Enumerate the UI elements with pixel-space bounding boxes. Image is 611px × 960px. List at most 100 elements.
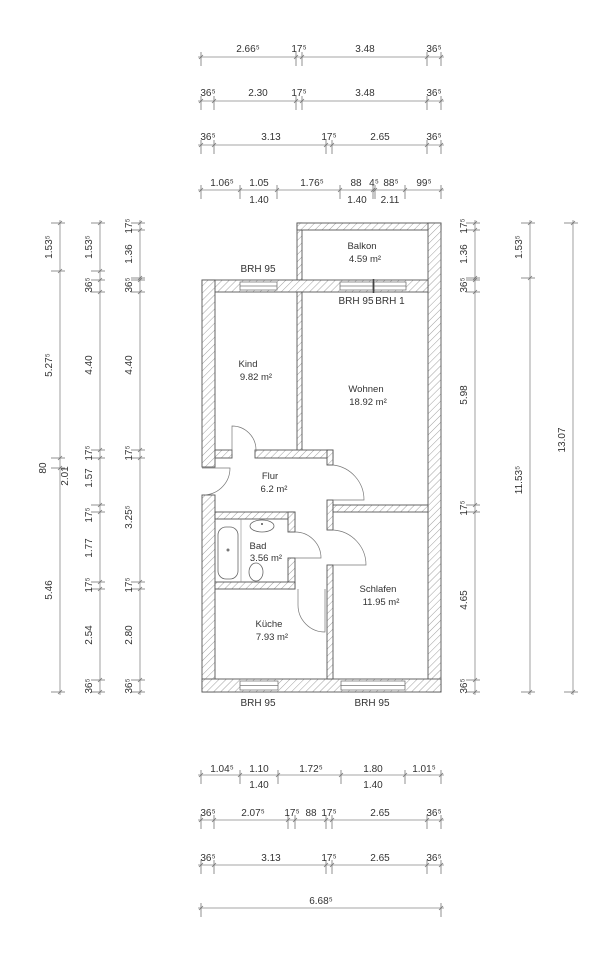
dimension-label: 99⁵: [416, 178, 431, 189]
dimension-label: 88: [305, 808, 317, 819]
windows: [239, 279, 407, 691]
dimension-label: 2.66⁵: [236, 44, 260, 55]
door-kueche: [297, 589, 326, 633]
window-labels: BRH 95 BRH 95 BRH 1 BRH 95 BRH 95: [240, 264, 405, 709]
room-schlafen-area: 11.95 m²: [363, 597, 400, 608]
dimension-row: 2.66⁵ 17⁵ 3.48 36⁵: [198, 44, 444, 66]
dimension-label: 36⁵: [84, 277, 95, 292]
dimension-label: 1.06⁵: [210, 178, 234, 189]
dimension-label: 4.65: [459, 590, 470, 610]
doors: [202, 425, 367, 633]
dimension-label: 88: [350, 178, 362, 189]
dimension-label: 36⁵: [459, 678, 470, 693]
dimension-label: 17⁵: [321, 808, 336, 819]
dimension-label: 1.36: [459, 244, 470, 264]
dimension-label: 17⁵: [124, 577, 135, 592]
dimension-label: 2.07⁵: [241, 808, 265, 819]
outer-wall-right: [427, 222, 442, 693]
dimension-label: 13.07: [557, 427, 568, 452]
balcony-wall-top: [296, 222, 442, 231]
dimension-label: 4.40: [124, 355, 135, 375]
wall-flur-right-b: [326, 499, 334, 531]
walls: [201, 222, 442, 693]
dimension-label: 2.01: [60, 466, 71, 486]
dimension-label: 17⁵: [124, 218, 135, 233]
dimension-label: 3.13: [261, 853, 281, 864]
dimension-label: 36⁵: [426, 808, 441, 819]
dimension-label: 1.40: [249, 195, 269, 206]
room-kind-area: 9.82 m²: [240, 372, 272, 383]
dimension-label: 88⁵: [383, 178, 398, 189]
outer-wall-left-lower: [201, 494, 216, 693]
dimension-label: 1.53⁵: [84, 235, 95, 259]
dimension-label: 5.46: [44, 580, 55, 600]
dimension-label: 1.77: [84, 538, 95, 558]
bathtub-icon: [217, 526, 239, 580]
room-kind-name: Kind: [238, 359, 257, 370]
dimension-label: 1.53⁵: [514, 235, 525, 259]
dimension-row: 6.68⁵: [198, 896, 444, 917]
dimension-label: 17⁵: [321, 853, 336, 864]
washbasin-icon: [249, 519, 275, 533]
door-entrance: [202, 467, 231, 496]
brh-kueche-bottom: BRH 95: [240, 698, 275, 709]
room-wohnen-area: 18.92 m²: [349, 397, 387, 408]
dimension-label: 1.36: [124, 244, 135, 264]
wall-bad-kueche: [214, 581, 296, 590]
balcony-wall-left: [296, 222, 303, 281]
dimension-label: 6.68⁵: [309, 896, 333, 907]
wall-flur-right-a: [326, 449, 334, 466]
dimension-label: 2.65: [370, 132, 390, 143]
dimension-label: 3.13: [261, 132, 281, 143]
brh-wohnen-top-right: BRH 1: [375, 296, 405, 307]
wall-kind-wohnen: [296, 291, 303, 459]
dimension-label: 80: [38, 462, 49, 474]
dimension-label: 36⁵: [124, 277, 135, 292]
dimension-label: 17⁵: [84, 577, 95, 592]
dimension-label: 2.11: [381, 195, 400, 206]
dimension-label: 36⁵: [200, 808, 215, 819]
wall-wohnen-schlafen: [332, 504, 429, 513]
dimension-label: 36⁵: [426, 88, 441, 99]
dimension-label: 36⁵: [124, 678, 135, 693]
dimension-label: 1.57: [84, 468, 95, 488]
wall-kind-flur-b: [254, 449, 334, 459]
dimension-label: 17⁵: [284, 808, 299, 819]
dimension-label: 3.25⁵: [124, 505, 135, 529]
door-wohnen: [332, 464, 365, 501]
dimension-label: 5.98: [459, 385, 470, 405]
dimension-label: 1.05: [249, 178, 269, 189]
dimension-label: 36⁵: [426, 44, 441, 55]
room-kueche-area: 7.93 m²: [256, 632, 288, 643]
outer-wall-left-upper: [201, 279, 216, 468]
wall-kind-flur-a: [214, 449, 233, 459]
room-flur-name: Flur: [262, 471, 278, 482]
dimension-label: 17⁵: [84, 507, 95, 522]
room-balkon-area: 4.59 m²: [349, 254, 381, 265]
dimension-label: 17⁵: [291, 44, 306, 55]
toilet-icon: [248, 562, 264, 582]
dimension-label: 36⁵: [459, 277, 470, 292]
door-bad: [294, 531, 322, 559]
dimension-label: 3.48: [355, 44, 375, 55]
dimension-label: 1.80: [363, 764, 383, 775]
dimension-label: 17⁵: [291, 88, 306, 99]
dimension-label: 1.53⁵: [44, 235, 55, 259]
dimension-label: 2.54: [84, 625, 95, 645]
wall-flur-right-c: [326, 564, 334, 680]
dimension-label: 1.40: [363, 780, 383, 791]
wall-bad-right-a: [287, 511, 296, 533]
dimension-label: 1.76⁵: [300, 178, 324, 189]
dimension-label: 36⁵: [200, 88, 215, 99]
